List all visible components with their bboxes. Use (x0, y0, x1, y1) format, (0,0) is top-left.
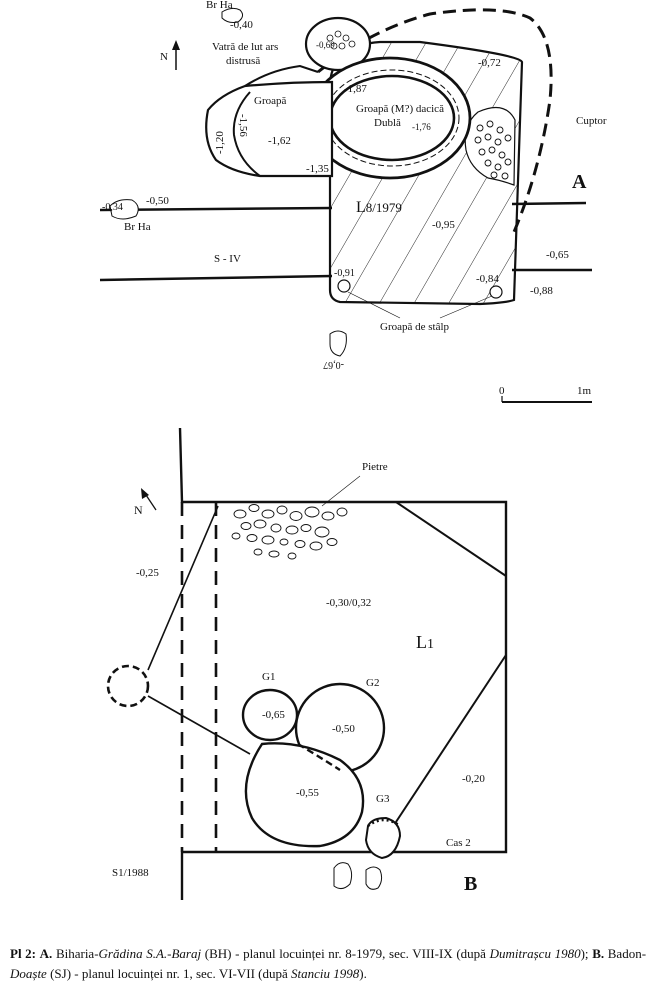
plan-a: N (99, 0, 607, 403)
caption-b-site-italic: Doaște (10, 966, 47, 981)
hearth-depth: -0,69 (316, 40, 335, 50)
depth-034: -0,34 (102, 202, 123, 213)
depth-088: -0,88 (530, 285, 553, 297)
pit-groapa-upper (244, 64, 319, 87)
br-ha-find-top (221, 7, 244, 23)
depth-072: -0,72 (478, 57, 501, 69)
caption-a-ref: Dumitrașcu 1980 (489, 946, 581, 961)
g2-depth: -0,50 (332, 723, 355, 735)
depth-095: -0,95 (432, 219, 455, 231)
depth-176: -1,76 (412, 122, 431, 132)
scale-end: 1m (577, 385, 592, 397)
depth-065: -0,65 (546, 249, 569, 261)
depth-067: -0,67 (323, 359, 344, 370)
pit-label-2: Dublă (374, 117, 401, 129)
north-label-b: N (134, 503, 143, 517)
depth-156: -1,56 (237, 114, 249, 137)
caption-a-site: Biharia- (55, 946, 99, 961)
br-ha-top-depth: -0,40 (230, 19, 253, 31)
north-label-a: N (160, 51, 168, 63)
caption-a-marker: A. (39, 946, 53, 961)
caption-sep: ); (580, 946, 589, 961)
pit-g-big (244, 742, 365, 848)
caption-b-ref: Stanciu 1998 (291, 966, 360, 981)
dwelling-l1-label: L1 (416, 632, 434, 652)
find-b-left (333, 862, 353, 890)
section-wall-upper-right (511, 201, 587, 206)
depth-050: -0,50 (146, 195, 169, 207)
hearth-stones (326, 30, 356, 50)
section-wall-lower (99, 274, 333, 282)
depth-030: -0,30/0,32 (326, 597, 371, 609)
scale-start: 0 (499, 385, 505, 397)
br-ha-find-left (109, 199, 139, 220)
oven-stones (474, 120, 512, 180)
plan-b-letter: B (464, 873, 477, 895)
pit-groapa (205, 80, 334, 178)
corner-diagonal (395, 501, 507, 577)
caption-a-site-italic: Grădina S.A.-Baraj (98, 946, 202, 961)
section-boundary (178, 427, 216, 504)
post-hole-right (489, 285, 503, 299)
archaeological-plans: N (99, 0, 607, 900)
g1-depth: -0,65 (262, 709, 285, 721)
right-diagonal (391, 654, 507, 829)
find-b-right (365, 866, 383, 890)
depth-084: -0,84 (476, 273, 499, 285)
pietre-leader (321, 475, 361, 507)
post-hole-leader-left (347, 291, 401, 319)
north-arrow-a: N (160, 40, 180, 70)
caption-b-text: (SJ) - planul locuinței nr. 1, sec. VI-V… (50, 966, 288, 981)
br-ha-left-label: Br Ha (124, 221, 151, 233)
outer-post-hole (106, 664, 150, 708)
hearth (304, 16, 372, 72)
groapa-label: Groapă (254, 95, 286, 107)
caption-b-marker: B. (592, 946, 605, 961)
section-s1-label: S1/1988 (112, 867, 149, 879)
g2-label: G2 (366, 677, 379, 689)
pietre-label: Pietre (362, 461, 388, 473)
cuptor-label: Cuptor (576, 115, 607, 127)
caption-plate: Pl 2: (10, 946, 37, 961)
plan-a-letter: A (572, 171, 587, 193)
depth-020: -0,20 (462, 773, 485, 785)
depth-025: -0,25 (136, 567, 159, 579)
hearth-label-1: Vatră de lut ars (212, 41, 278, 53)
caption-end: ). (359, 966, 367, 981)
hearth-label-2: distrusă (226, 55, 260, 67)
stones-cluster (231, 504, 348, 560)
depth-091: -0,91 (334, 268, 355, 279)
plate-caption: Pl 2: A. Biharia-Grădina S.A.-Baraj (BH)… (10, 944, 646, 984)
section-s4: S - IV (214, 253, 241, 265)
g-big-depth: -0,55 (296, 787, 319, 799)
oven-outline (317, 8, 553, 233)
pit-g3-dotted (367, 818, 401, 828)
br-ha-top-label: Br Ha (206, 0, 233, 11)
outer-line-bottom (147, 695, 251, 755)
find-067 (329, 330, 347, 357)
g3-label: G3 (376, 793, 390, 805)
post-holes-label: Groapă de stâlp (380, 321, 450, 333)
cas-label: Cas 2 (446, 837, 471, 849)
post-hole-leader-right (439, 295, 493, 319)
depth-187: -1,87 (344, 83, 367, 95)
post-hole-left (337, 279, 351, 293)
north-arrow-b: N (134, 488, 157, 517)
caption-b-site: Badon- (607, 946, 647, 961)
pit-label-1: Groapă (M?) dacică (356, 103, 444, 115)
pit-g3 (364, 816, 402, 860)
depth-120: -1,20 (214, 131, 226, 154)
depth-162: -1,62 (268, 135, 291, 147)
scale-bar: 0 1m (499, 385, 592, 403)
outer-line-top (147, 505, 219, 671)
dwelling-l8-label: L8/1979 (356, 199, 402, 216)
depth-135: -1,35 (306, 163, 329, 175)
g1-label: G1 (262, 671, 275, 683)
pit-groapa-inner (232, 91, 261, 177)
plan-b: N (106, 427, 508, 900)
caption-a-text: (BH) - planul locuinței nr. 8-1979, sec.… (204, 946, 486, 961)
pit-g2-dashed-overlap (297, 742, 341, 772)
dwelling-l1 (182, 500, 508, 854)
